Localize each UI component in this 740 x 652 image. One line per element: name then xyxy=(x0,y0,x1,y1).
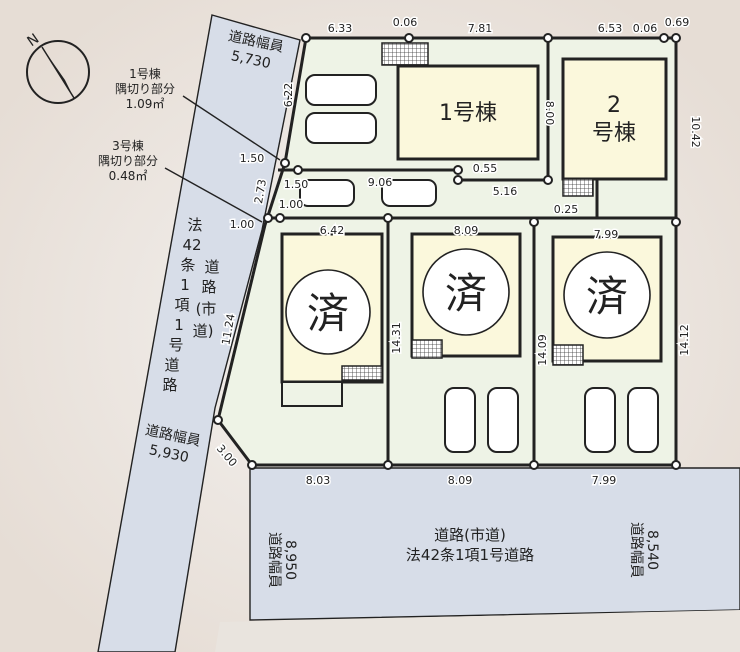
dimension-labels: 6.33 0.06 7.81 6.53 0.06 0.69 6.22 8.00 … xyxy=(212,15,703,489)
corner-cut-3-label: 隅切り部分 xyxy=(98,153,158,168)
svg-text:6.33: 6.33 xyxy=(328,22,353,35)
svg-text:道: 道 xyxy=(204,258,219,276)
background-strip xyxy=(215,610,740,652)
svg-text:0.25: 0.25 xyxy=(554,203,579,216)
car-icon xyxy=(444,387,476,453)
svg-text:14.12: 14.12 xyxy=(678,324,691,356)
svg-text:8.00: 8.00 xyxy=(543,101,556,126)
svg-text:条: 条 xyxy=(180,256,195,274)
svg-text:1: 1 xyxy=(180,276,190,294)
building-5-entrance xyxy=(552,344,584,366)
south-road xyxy=(249,467,740,621)
corner-cut-1-label: 隅切り部分 xyxy=(115,81,175,96)
car-icon xyxy=(381,179,437,207)
svg-text:項: 項 xyxy=(174,296,189,314)
svg-text:9.06: 9.06 xyxy=(368,176,393,189)
svg-text:1.00: 1.00 xyxy=(230,218,255,231)
parking-cars xyxy=(299,74,659,453)
svg-text:7.81: 7.81 xyxy=(468,22,493,35)
svg-text:路: 路 xyxy=(201,278,216,296)
svg-text:6.22: 6.22 xyxy=(282,83,295,108)
svg-text:0.06: 0.06 xyxy=(633,22,658,35)
building-2-entrance xyxy=(562,178,594,197)
building-4-sold-mark: 済 xyxy=(445,269,487,318)
south-right-width-label: 道路幅員 xyxy=(628,522,644,578)
building-1[interactable] xyxy=(396,64,540,161)
svg-text:8.09: 8.09 xyxy=(448,474,473,487)
svg-text:0.55: 0.55 xyxy=(473,162,498,175)
corner-cut-1-building: 1号棟 xyxy=(129,66,161,81)
svg-text:2.73: 2.73 xyxy=(252,178,269,204)
building-3-entrance xyxy=(341,365,383,381)
svg-text:路: 路 xyxy=(162,376,177,394)
svg-text:7.99: 7.99 xyxy=(594,228,619,241)
building-2-label-number: 2 xyxy=(607,93,621,118)
building-1-label: 1号棟 xyxy=(439,101,497,126)
svg-text:(市: (市 xyxy=(196,300,217,318)
svg-text:道: 道 xyxy=(164,356,179,374)
svg-text:5.16: 5.16 xyxy=(493,185,518,198)
building-1-entrance xyxy=(381,42,429,66)
svg-text:0.69: 0.69 xyxy=(665,16,690,29)
car-icon xyxy=(299,179,355,207)
svg-text:1: 1 xyxy=(174,316,184,334)
car-icon xyxy=(627,387,659,453)
corner-cut-3-area: 0.48㎡ xyxy=(109,169,148,183)
svg-text:14.31: 14.31 xyxy=(390,322,403,354)
south-left-width-label: 道路幅員 xyxy=(266,532,282,588)
boundary-markers xyxy=(213,33,681,470)
building-5-sold-badge xyxy=(563,251,651,339)
svg-text:0.06: 0.06 xyxy=(393,16,418,29)
svg-text:14.09: 14.09 xyxy=(536,334,549,366)
svg-text:1.00: 1.00 xyxy=(279,198,304,211)
north-compass-icon: N xyxy=(24,31,90,104)
building-2-label-suffix: 号棟 xyxy=(592,121,636,146)
west-road-vertical-label: 法 42 条 1 項 1 号 道 路 道 路 (市 道) xyxy=(162,216,219,394)
car-icon xyxy=(487,387,519,453)
building-3-sold-badge xyxy=(285,269,371,355)
west-road xyxy=(97,14,301,652)
svg-text:8.03: 8.03 xyxy=(306,474,331,487)
corner-cut-3-leader xyxy=(164,167,263,223)
svg-text:道): 道) xyxy=(193,322,214,340)
south-left-width-value: 8,950 xyxy=(282,540,298,580)
south-road-title: 道路(市道) xyxy=(434,526,506,544)
car-icon xyxy=(584,387,616,453)
svg-text:号: 号 xyxy=(168,336,183,354)
svg-text:10.42: 10.42 xyxy=(689,116,702,148)
car-icon xyxy=(305,74,377,106)
road-labels: 道路幅員 5,730 道路幅員 5,930 道路(市道) 法42条1項1号道路 … xyxy=(144,28,660,588)
svg-text:7.99: 7.99 xyxy=(592,474,617,487)
building-3-sold-mark: 済 xyxy=(307,289,349,338)
building-4-entrance xyxy=(411,339,443,359)
svg-text:8.09: 8.09 xyxy=(454,224,479,237)
svg-text:6.42: 6.42 xyxy=(320,224,345,237)
building-4-sold-badge xyxy=(422,248,510,336)
svg-text:法: 法 xyxy=(187,216,202,234)
svg-text:1.50: 1.50 xyxy=(240,152,265,165)
corner-cut-1-area: 1.09㎡ xyxy=(126,97,165,111)
building-2[interactable] xyxy=(561,57,668,181)
corner-cut-3-building: 3号棟 xyxy=(112,138,144,153)
car-icon xyxy=(305,112,377,144)
corner-cut-1-leader xyxy=(182,95,281,161)
lot-dividers xyxy=(268,38,676,465)
corner-cut-notes: 1号棟 隅切り部分 1.09㎡ 3号棟 隅切り部分 0.48㎡ xyxy=(98,66,175,183)
building-5-sold-mark: 済 xyxy=(586,272,628,321)
svg-text:42: 42 xyxy=(182,236,201,254)
south-right-width-value: 8,540 xyxy=(644,530,660,570)
svg-text:1.50: 1.50 xyxy=(284,178,309,191)
south-road-subtitle: 法42条1項1号道路 xyxy=(406,546,534,564)
svg-text:6.53: 6.53 xyxy=(598,22,623,35)
building-3-porch xyxy=(281,381,343,407)
